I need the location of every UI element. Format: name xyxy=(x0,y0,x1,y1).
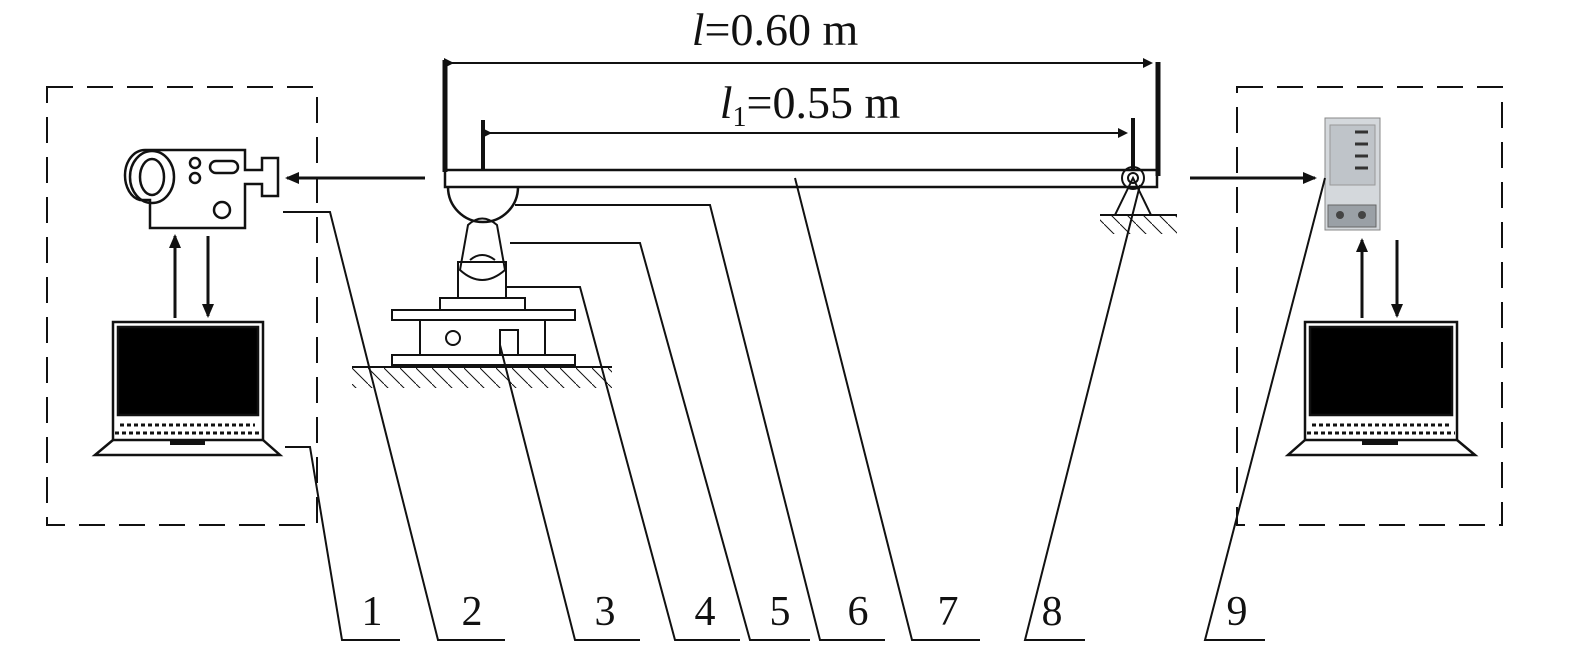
dimension-total-length: l=0.60 m xyxy=(442,4,1161,176)
hemisphere-clamp xyxy=(446,186,520,224)
laptop-right-icon xyxy=(1284,320,1479,457)
label-5: 5 xyxy=(770,589,791,635)
label-1: 1 xyxy=(362,589,383,635)
leader-lines xyxy=(283,177,1326,641)
vibration-shaker xyxy=(352,217,612,388)
data-acquisition-module-icon xyxy=(1324,117,1381,231)
label-4: 4 xyxy=(695,589,716,635)
svg-text:l=0.60 m: l=0.60 m xyxy=(692,4,859,55)
high-speed-camera-icon xyxy=(123,148,280,230)
svg-text:l1=0.55 m: l1=0.55 m xyxy=(720,77,901,133)
dimension-inner-length: l1=0.55 m xyxy=(481,77,1135,170)
pin-support xyxy=(1100,166,1177,234)
label-7: 7 xyxy=(938,589,959,635)
label-6: 6 xyxy=(848,589,869,635)
sensor-station-box xyxy=(1236,86,1503,526)
camera-station-box xyxy=(46,86,318,526)
label-9: 9 xyxy=(1227,589,1248,635)
label-2: 2 xyxy=(462,589,483,635)
label-8: 8 xyxy=(1042,589,1063,635)
beam xyxy=(443,168,1159,189)
label-3: 3 xyxy=(595,589,616,635)
laptop-left-icon xyxy=(91,320,284,457)
